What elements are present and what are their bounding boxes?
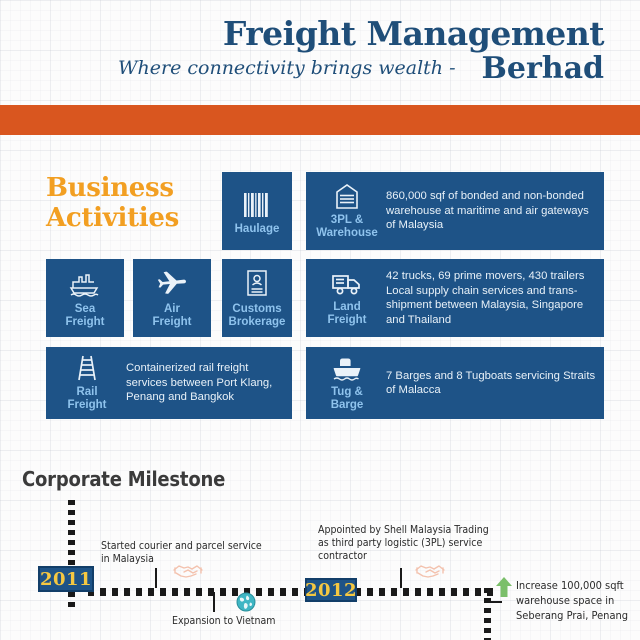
railway-track-icon [75, 354, 99, 382]
activity-card-description: Containerized rail freight services betw… [126, 362, 273, 404]
timeline-year-badge-2011[interactable]: 2011 [38, 566, 94, 592]
timeline-vertical-dash-right [484, 588, 491, 640]
timeline-year-label: 2011 [39, 568, 93, 590]
timeline-event-tick-expansion-vietnam [213, 592, 215, 612]
company-name-line1: Freight Management [222, 14, 605, 53]
business-activities-title-line2: Activities [46, 203, 179, 233]
activity-card-label-line2: Freight [65, 316, 105, 328]
activity-card-land-freight[interactable]: Land Freight 42 trucks, 69 prime movers,… [306, 259, 604, 337]
activity-card-label: Air Freight [153, 303, 192, 329]
company-tagline: Where connectivity brings wealth - [118, 57, 456, 79]
timeline-vertical-dash-2011 [68, 500, 75, 566]
activity-card-label-line2: Freight [327, 314, 367, 326]
timeline-axis-segment-2 [355, 588, 495, 596]
business-activities-title: Business Activities [46, 173, 221, 233]
timeline-connector-right [486, 601, 502, 603]
activity-card-label: Land Freight [328, 301, 367, 327]
activity-card-label: 3PL & Warehouse [316, 214, 378, 240]
activity-card-label-line1: Sea [74, 303, 96, 315]
activity-card-label-line2: Brokerage [228, 316, 286, 328]
id-card-icon [245, 267, 269, 297]
activity-card-description: 860,000 sqf of bonded and non-bonded war… [386, 190, 589, 232]
airplane-icon [156, 267, 188, 297]
activity-card-label: Tug & Barge [331, 386, 364, 412]
timeline-title: Corporate Milestone [22, 467, 226, 491]
handshake-icon [172, 561, 204, 581]
cargo-ship-icon [69, 267, 101, 297]
activity-card-label-line2: Barge [330, 399, 364, 411]
activity-card-label-line1: 3PL & [330, 214, 364, 226]
tugboat-icon [331, 354, 363, 382]
activity-card-label: Sea Freight [66, 303, 105, 329]
timeline-event-label-shell-3pl: Appointed by Shell Malaysia Trading as t… [318, 524, 489, 562]
timeline-year-badge-2012[interactable]: 2012 [305, 578, 357, 602]
truck-icon [331, 269, 363, 297]
timeline-event-tick-shell-3pl [400, 568, 402, 588]
handshake-icon [414, 561, 446, 581]
activity-card-label-line1: Rail [76, 386, 98, 398]
activity-card-description: 7 Barges and 8 Tugboats servicing Strait… [386, 369, 596, 397]
activity-card-label-line1: Tug & [331, 386, 363, 398]
activity-card-label: Rail Freight [68, 386, 107, 412]
barcode-icon [242, 187, 272, 217]
business-activities-title-line1: Business [46, 173, 174, 203]
activity-card-air-freight[interactable]: Air Freight [133, 259, 211, 337]
timeline-event-tick-courier-parcel [155, 568, 157, 588]
activity-card-3pl-warehouse[interactable]: 3PL & Warehouse 860,000 sqf of bonded an… [306, 172, 604, 250]
timeline-vertical-dash-2011-lower [68, 592, 75, 612]
activity-card-label-line2: Freight [152, 316, 192, 328]
warehouse-icon [334, 182, 360, 210]
timeline-axis-segment-1 [88, 588, 306, 596]
orange-divider-band [0, 105, 640, 135]
activity-card-rail-freight[interactable]: Rail Freight Containerized rail freight … [46, 347, 292, 419]
activity-card-label: Customs Brokerage [229, 303, 286, 329]
activity-card-label-line1: Customs [232, 303, 282, 315]
activity-card-label-line2: Warehouse [316, 227, 378, 239]
up-arrow-icon [495, 576, 513, 598]
globe-icon [236, 592, 256, 612]
activity-card-label-line1: Air [164, 303, 180, 315]
activity-card-description-line2: Local supply chain services and trans-sh… [386, 284, 584, 326]
activity-card-label-line2: Freight [67, 399, 107, 411]
activity-card-haulage[interactable]: Haulage [222, 172, 292, 250]
activity-card-label-line1: Land [333, 301, 361, 313]
header: Freight Management Where connectivity br… [0, 0, 640, 105]
activity-card-customs-brokerage[interactable]: Customs Brokerage [222, 259, 292, 337]
activity-card-description-line1: 42 trucks, 69 prime movers, 430 trailers [386, 270, 585, 282]
timeline-year-label: 2012 [304, 579, 358, 601]
company-name-line2: Berhad [481, 51, 604, 86]
activity-card-label: Haulage [234, 222, 280, 235]
activity-card-tug-barge[interactable]: Tug & Barge 7 Barges and 8 Tugboats serv… [306, 347, 604, 419]
timeline-event-label-expansion-vietnam: Expansion to Vietnam [172, 615, 276, 627]
activity-card-sea-freight[interactable]: Sea Freight [46, 259, 124, 337]
timeline-event-label-warehouse-seberang-prai: Increase 100,000 sqft warehouse space in… [516, 579, 629, 622]
timeline-event-label-courier-parcel: Started courier and parcel service in Ma… [101, 540, 262, 565]
